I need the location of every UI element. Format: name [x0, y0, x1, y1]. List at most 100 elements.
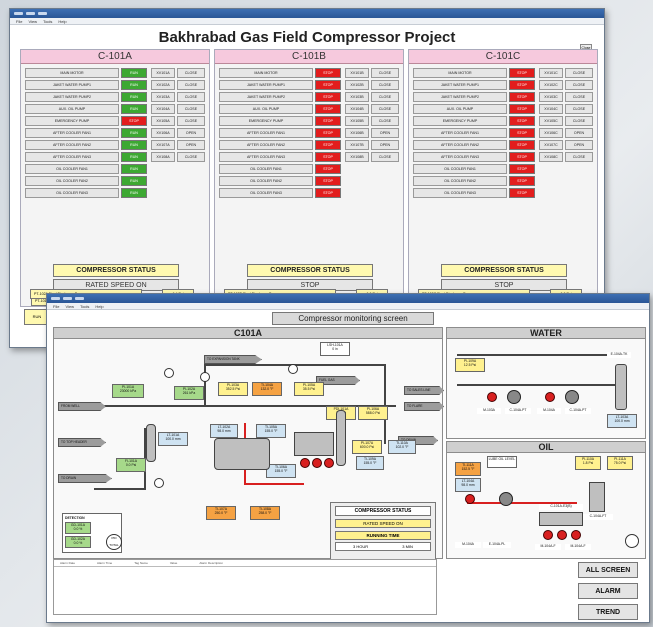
valve-row: XV101C CLOSE: [539, 68, 595, 78]
equipment-status[interactable]: RUN: [121, 104, 147, 114]
menu-file[interactable]: File: [16, 19, 23, 24]
equipment-status[interactable]: RUN: [121, 140, 147, 150]
valve-state[interactable]: CLOSE: [371, 92, 399, 102]
equipment-status[interactable]: STOP: [509, 176, 535, 186]
equipment-status[interactable]: STOP: [509, 80, 535, 90]
equipment-status[interactable]: STOP: [315, 152, 341, 162]
valve-state[interactable]: CLOSE: [565, 92, 593, 102]
oil-pump-icon[interactable]: [465, 494, 475, 504]
equipment-status[interactable]: STOP: [509, 116, 535, 126]
valve-state[interactable]: CLOSE: [177, 92, 205, 102]
valve-state[interactable]: CLOSE: [371, 152, 399, 162]
alarm-log[interactable]: Alarm Date Alarm Time Tag Name Value Ala…: [53, 559, 437, 615]
compressor-body[interactable]: [214, 438, 270, 470]
equipment-status[interactable]: RUN: [121, 92, 147, 102]
all-screen-button[interactable]: ALL SCREEN: [578, 562, 638, 578]
to-sales-line-arrow: TO SALES LINE: [404, 386, 444, 395]
valve-state[interactable]: CLOSE: [177, 116, 205, 126]
equipment-status[interactable]: RUN: [121, 152, 147, 162]
equipment-status[interactable]: STOP: [509, 104, 535, 114]
equipment-status[interactable]: RUN: [121, 68, 147, 78]
menu-tools[interactable]: Tools: [80, 304, 90, 309]
lube-oil-level: LUBE OIL LEVEL: [487, 456, 517, 468]
valve-state[interactable]: CLOSE: [371, 68, 399, 78]
equipment-status[interactable]: STOP: [315, 80, 341, 90]
equipment-status[interactable]: RUN: [121, 188, 147, 198]
equipment-row: AFTER COOLER FAN2 STOP: [413, 140, 535, 150]
equipment-status[interactable]: RUN: [121, 128, 147, 138]
equipment-status[interactable]: STOP: [315, 68, 341, 78]
equipment-label: OIL COOLER FAN1: [413, 164, 507, 174]
valve-state[interactable]: OPEN: [177, 140, 205, 150]
valve-state[interactable]: CLOSE: [371, 80, 399, 90]
equipment-status[interactable]: STOP: [509, 164, 535, 174]
equipment-status[interactable]: STOP: [509, 92, 535, 102]
valve-state[interactable]: CLOSE: [565, 104, 593, 114]
valve-state[interactable]: OPEN: [371, 128, 399, 138]
equipment-row: JAKET WATER PUMP2 STOP: [219, 92, 341, 102]
compressor-status-title: COMPRESSOR STATUS: [247, 264, 373, 277]
after-cooler[interactable]: [294, 432, 334, 456]
window-titlebar[interactable]: [10, 9, 604, 18]
menu-help[interactable]: Help: [95, 304, 104, 309]
to-drain-arrow: TO DRAIN: [58, 474, 112, 483]
water-pump-icon[interactable]: [487, 392, 497, 402]
equipment-status[interactable]: STOP: [509, 128, 535, 138]
valve-state[interactable]: OPEN: [371, 140, 399, 150]
valve-state[interactable]: CLOSE: [565, 80, 593, 90]
menu-view[interactable]: View: [28, 19, 38, 24]
menu-view[interactable]: View: [65, 304, 75, 309]
alarm-button[interactable]: ALARM: [578, 583, 638, 599]
valve-row: XV103C CLOSE: [539, 92, 595, 102]
cooler-fan-icon: [312, 458, 322, 468]
valve-state[interactable]: CLOSE: [371, 116, 399, 126]
valve-state[interactable]: OPEN: [565, 128, 593, 138]
equipment-status[interactable]: STOP: [315, 164, 341, 174]
valve-state[interactable]: CLOSE: [177, 68, 205, 78]
equipment-status[interactable]: RUN: [121, 164, 147, 174]
valve-row: XV106C OPEN: [539, 128, 595, 138]
oil-cooler-fan-icon: [557, 530, 567, 540]
valve-state[interactable]: CLOSE: [177, 104, 205, 114]
equipment-status[interactable]: RUN: [121, 176, 147, 186]
equipment-status[interactable]: STOP: [121, 116, 147, 126]
valve-state[interactable]: CLOSE: [177, 80, 205, 90]
equipment-status[interactable]: STOP: [509, 188, 535, 198]
equipment-row: OIL COOLER FAN1 RUN: [25, 164, 147, 174]
valve-tag: XV107A: [151, 140, 175, 150]
valve-state[interactable]: CLOSE: [177, 152, 205, 162]
window-titlebar[interactable]: [47, 294, 649, 303]
pipe: [204, 364, 206, 406]
pump-label: M-104A: [455, 542, 481, 548]
water-pipe: [457, 354, 627, 356]
water-pump-icon[interactable]: [545, 392, 555, 402]
equipment-status[interactable]: STOP: [509, 68, 535, 78]
equipment-row: AFTER COOLER FAN3 STOP: [219, 152, 341, 162]
equipment-status[interactable]: STOP: [315, 116, 341, 126]
fuel-gas-arrow: FUEL GAS: [316, 376, 360, 385]
oil-filter: [589, 482, 605, 512]
trend-button[interactable]: TREND: [578, 604, 638, 620]
equipment-status[interactable]: STOP: [315, 188, 341, 198]
valve-state[interactable]: CLOSE: [565, 152, 593, 162]
valve-state[interactable]: CLOSE: [371, 104, 399, 114]
equipment-status[interactable]: RUN: [121, 80, 147, 90]
equipment-status[interactable]: STOP: [509, 140, 535, 150]
equipment-status[interactable]: STOP: [315, 140, 341, 150]
valve-tag: XV108B: [345, 152, 369, 162]
equipment-status[interactable]: STOP: [509, 152, 535, 162]
equipment-status[interactable]: STOP: [315, 104, 341, 114]
equipment-status[interactable]: STOP: [315, 128, 341, 138]
valve-state[interactable]: CLOSE: [565, 68, 593, 78]
menu-help[interactable]: Help: [58, 19, 67, 24]
menu-file[interactable]: File: [53, 304, 60, 309]
valve-state[interactable]: OPEN: [565, 140, 593, 150]
menu-tools[interactable]: Tools: [43, 19, 53, 24]
valve-tag: XV105A: [151, 116, 175, 126]
valve-state[interactable]: OPEN: [177, 128, 205, 138]
equipment-status[interactable]: STOP: [315, 176, 341, 186]
valve-state[interactable]: CLOSE: [565, 116, 593, 126]
equipment-status[interactable]: STOP: [315, 92, 341, 102]
